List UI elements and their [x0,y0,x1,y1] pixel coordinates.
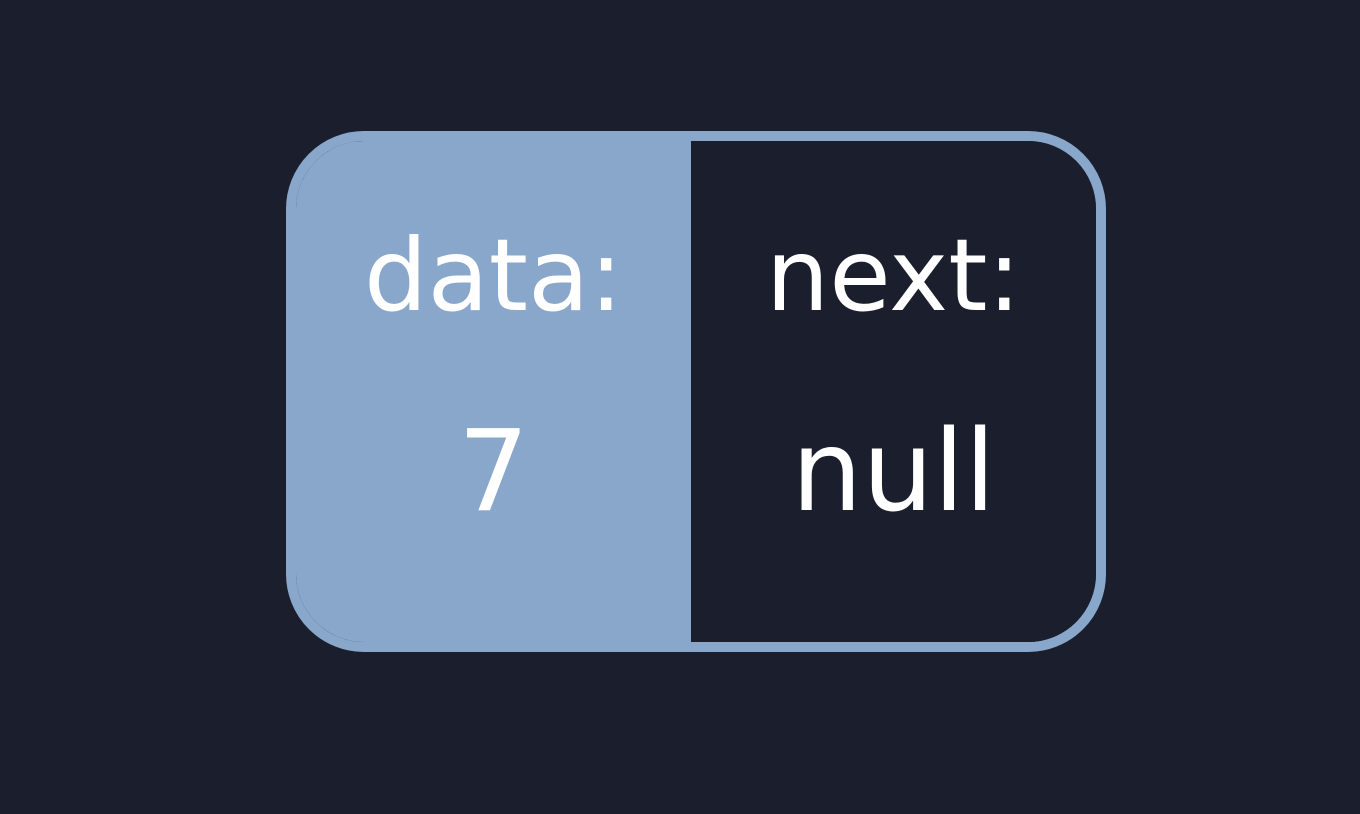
data-value: 7 [457,407,530,537]
linked-list-node: data: 7 next: null [286,131,1106,652]
next-value: null [791,407,996,537]
next-cell: next: null [691,141,1096,642]
data-cell: data: 7 [296,141,691,642]
data-label: data: [364,217,623,334]
next-label: next: [765,217,1022,334]
